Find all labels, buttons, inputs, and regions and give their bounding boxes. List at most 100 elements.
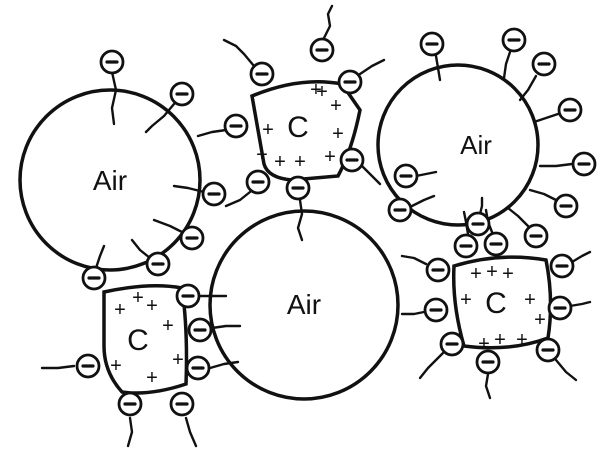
- plus-charge: +: [146, 367, 158, 389]
- negative-ion-icon: [341, 149, 363, 171]
- negative-ion-icon: [83, 267, 105, 289]
- negative-ion-icon: [251, 63, 273, 85]
- surfactant-tail: [530, 190, 556, 200]
- surfactant-tail: [186, 418, 196, 446]
- surfactant-tail: [420, 352, 444, 378]
- surfactant-tail: [154, 220, 182, 232]
- air-bubble-3: Air: [210, 211, 398, 399]
- surfactant-tail: [540, 164, 572, 166]
- surfactant-tail: [570, 302, 590, 306]
- surfactant-tails: [42, 6, 590, 446]
- plus-charge: +: [132, 287, 144, 309]
- surfactant-tail: [212, 326, 240, 328]
- surfactant-tail: [412, 196, 434, 206]
- surfactant-tail: [520, 76, 536, 100]
- negative-ion-icon: [477, 351, 499, 373]
- negative-ion-icon: [485, 233, 507, 255]
- surfactant-tail: [534, 114, 558, 122]
- plus-charge: +: [494, 329, 506, 351]
- negative-ion-icon: [549, 297, 571, 319]
- negative-ion-icon: [189, 319, 211, 341]
- plus-charge: +: [324, 146, 336, 168]
- cement-label-1: C: [287, 111, 309, 144]
- negative-ion-icon: [559, 99, 581, 121]
- air-label-3: Air: [287, 289, 321, 320]
- negative-ion-icon: [395, 165, 417, 187]
- negative-ion-icon: [147, 253, 169, 275]
- surfactant-tail: [298, 200, 302, 240]
- negative-ion-icon: [573, 153, 595, 175]
- negative-ion-icon: [555, 195, 577, 217]
- plus-charge: +: [262, 119, 274, 141]
- negative-ion-icon: [467, 213, 489, 235]
- negative-ion-icon: [311, 39, 333, 61]
- surfactant-tail: [146, 104, 174, 132]
- plus-charge: +: [294, 151, 306, 173]
- negative-ion-icon: [77, 355, 99, 377]
- surfactant-tail: [324, 6, 332, 38]
- negative-ion-icon: [389, 199, 411, 221]
- surfactant-tail: [360, 60, 384, 74]
- negative-ion-icon: [421, 33, 443, 55]
- surfactant-tail: [362, 166, 380, 184]
- cement-label-3: C: [485, 287, 507, 320]
- surfactant-tail: [198, 130, 226, 136]
- negative-ion-icon: [181, 227, 203, 249]
- plus-charge: +: [114, 299, 126, 321]
- plus-charge: +: [460, 289, 472, 311]
- negative-ion-icon: [187, 357, 209, 379]
- surfactant-tail: [132, 240, 150, 258]
- negative-ion-icon: [425, 299, 447, 321]
- plus-charge: +: [172, 349, 184, 371]
- plus-charge: +: [162, 315, 174, 337]
- surfactant-tail: [42, 366, 74, 368]
- negative-ion-icon: [533, 53, 555, 75]
- plus-charge: +: [516, 329, 528, 351]
- surfactant-tail: [508, 208, 528, 226]
- air-label-2: Air: [460, 130, 492, 160]
- negative-ion-icon: [441, 333, 463, 355]
- negative-ion-icon: [247, 171, 269, 193]
- surfactant-tail: [226, 192, 250, 206]
- plus-charge: +: [330, 95, 342, 117]
- plus-charge: +: [146, 295, 158, 317]
- negative-ion-icon: [101, 51, 123, 73]
- negative-ion-icon: [455, 235, 477, 257]
- surfactant-tail: [224, 40, 254, 66]
- surfactant-tail: [486, 374, 490, 398]
- plus-charge: +: [332, 123, 344, 145]
- plus-charge: +: [110, 355, 122, 377]
- surfactant-tail: [416, 172, 436, 176]
- plus-charge: +: [486, 261, 498, 283]
- negative-ion-icon: [503, 29, 525, 51]
- surfactant-tail: [96, 246, 104, 268]
- plus-charge: +: [534, 309, 546, 331]
- negative-ion-icon: [203, 183, 225, 205]
- negative-ion-icon: [177, 285, 199, 307]
- negative-ion-icon: [225, 115, 247, 137]
- surfactant-tail: [112, 72, 116, 124]
- surfactant-tail: [128, 418, 132, 446]
- negative-ion-icon: [171, 83, 193, 105]
- cement-label-2: C: [127, 324, 149, 357]
- negative-ion-icon: [119, 393, 141, 415]
- surfactant-tail: [504, 52, 510, 78]
- air-label-1: Air: [93, 165, 127, 196]
- surfactant-tail: [402, 312, 424, 314]
- surfactant-tail: [402, 256, 426, 264]
- negative-ion-icon: [171, 393, 193, 415]
- air-bubble-1: Air: [20, 90, 200, 270]
- plus-charge: +: [274, 151, 286, 173]
- negative-ion-icon: [537, 339, 559, 361]
- plus-charge: +: [524, 289, 536, 311]
- negative-ion-icon: [339, 71, 361, 93]
- negative-ions: [77, 29, 595, 415]
- negative-ion-icon: [525, 225, 547, 247]
- surfactant-tail: [572, 252, 590, 262]
- negative-ion-icon: [551, 255, 573, 277]
- negative-ion-icon: [287, 177, 309, 199]
- surfactant-tail: [556, 360, 576, 380]
- surfactant-tail: [480, 198, 482, 214]
